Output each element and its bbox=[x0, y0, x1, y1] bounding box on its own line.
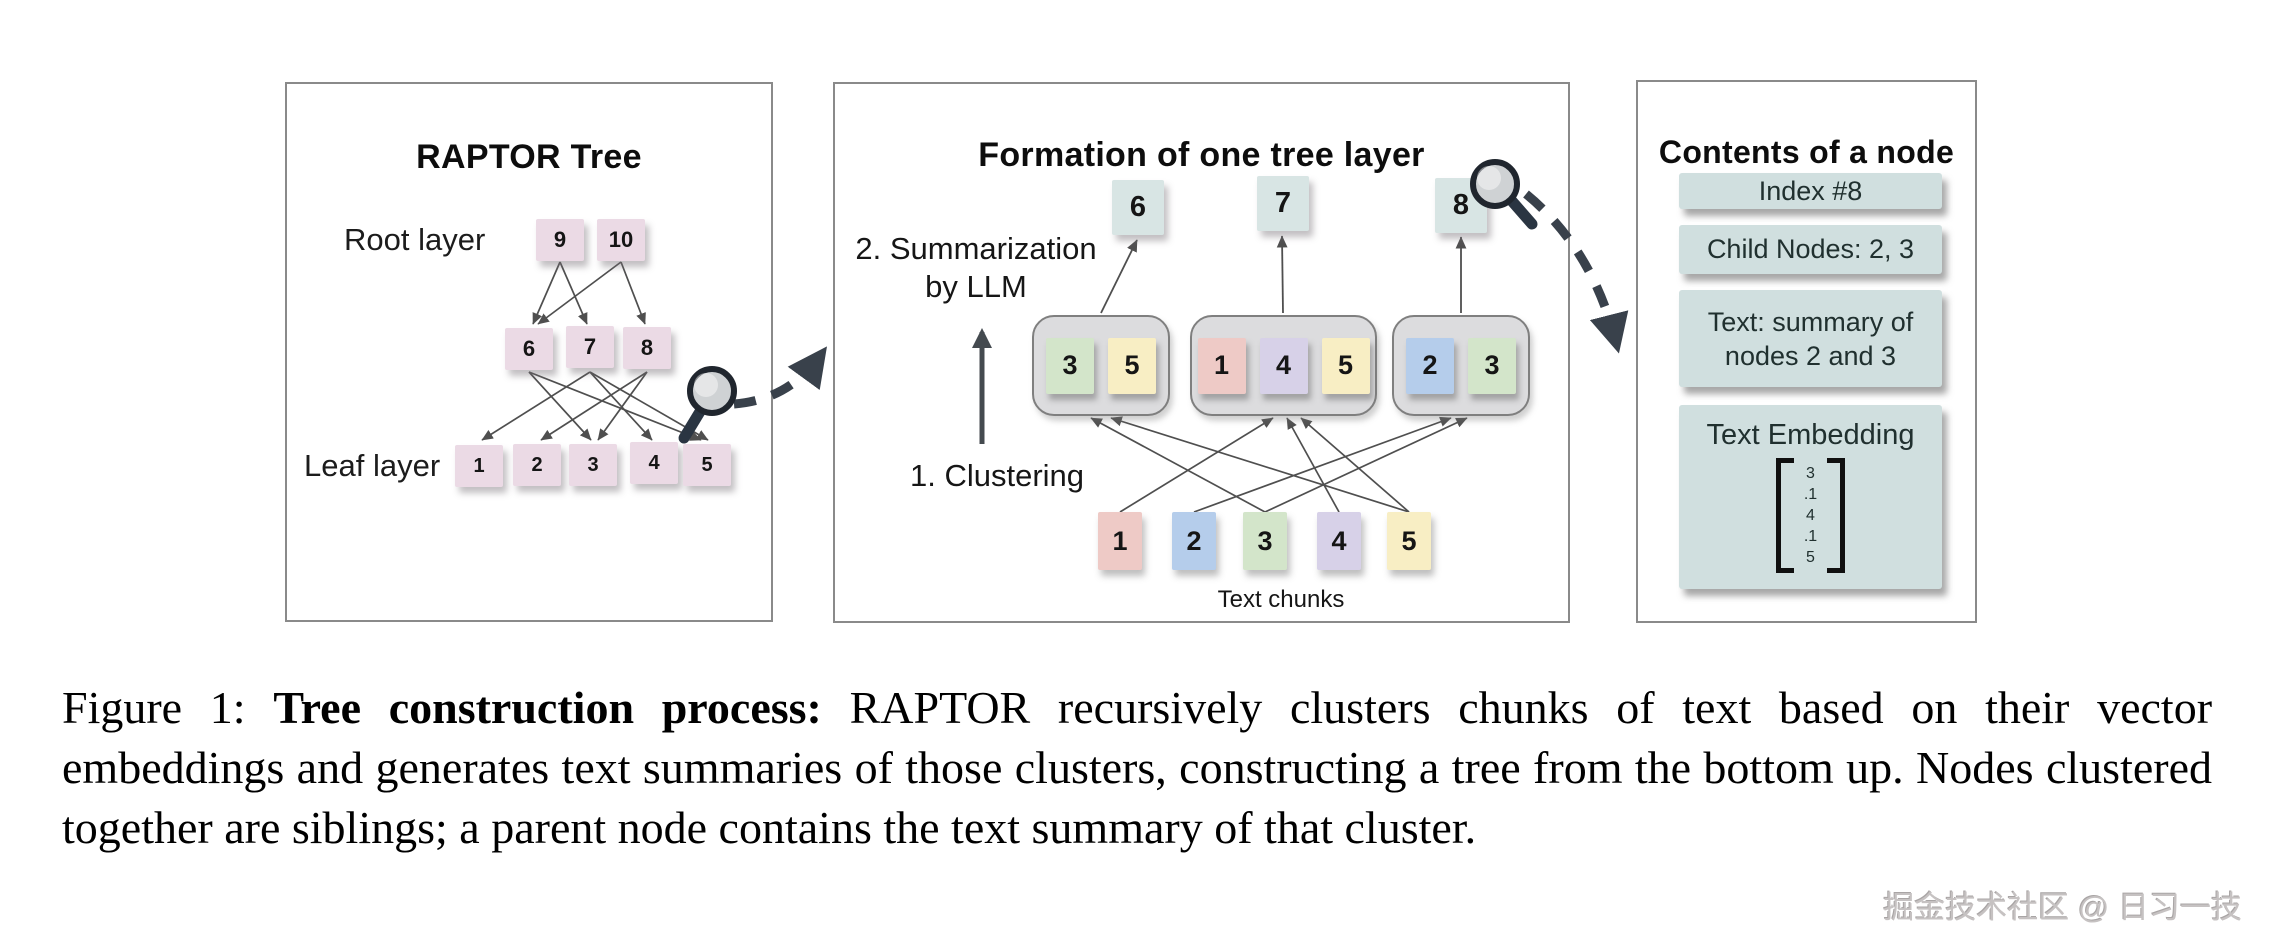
cluster-1-chip-3: 3 bbox=[1046, 337, 1094, 394]
vector-value: .1 bbox=[1803, 528, 1818, 545]
text-chunks-label: Text chunks bbox=[1217, 586, 1345, 613]
tree-node-7: 7 bbox=[566, 326, 614, 368]
tree-node-10: 10 bbox=[597, 219, 645, 261]
node-index-box: Index #8 bbox=[1679, 173, 1942, 209]
mid-to-leaf-edges bbox=[481, 371, 709, 441]
text-chunk-1: 1 bbox=[1098, 512, 1142, 570]
text-chunk-5: 5 bbox=[1387, 512, 1431, 570]
leaf-node-5: 5 bbox=[683, 444, 731, 486]
tree-node-6: 6 bbox=[505, 328, 553, 370]
panel-tree-layer-formation: Formation of one tree layer bbox=[833, 82, 1570, 623]
vector-value: 5 bbox=[1806, 549, 1815, 566]
panel-raptor-tree: RAPTOR Tree Ro bbox=[285, 82, 773, 622]
root-to-mid-edges bbox=[532, 261, 646, 325]
cluster-to-parent-arrows bbox=[1100, 235, 1467, 314]
cluster-3-chip-2: 2 bbox=[1406, 337, 1454, 394]
parent-node-8: 8 bbox=[1435, 178, 1487, 233]
embedding-vector-values: 3 .1 4 .1 5 bbox=[1794, 458, 1827, 573]
formation-title: Formation of one tree layer bbox=[978, 136, 1425, 175]
leaf-layer-label: Leaf layer bbox=[304, 448, 441, 483]
panel-node-contents: Contents of a node Index #8 Child Nodes:… bbox=[1636, 80, 1977, 623]
raptor-tree-title: RAPTOR Tree bbox=[416, 138, 642, 177]
text-chunk-3: 3 bbox=[1243, 512, 1287, 570]
leaf-node-3: 3 bbox=[569, 444, 617, 486]
node-text-box: Text: summary of nodes 2 and 3 bbox=[1679, 290, 1942, 387]
embedding-vector: 3 .1 4 .1 5 bbox=[1775, 458, 1846, 573]
leaf-node-1: 1 bbox=[455, 445, 503, 487]
cluster-2-chip-5: 5 bbox=[1321, 337, 1370, 394]
cluster-3: 2 3 bbox=[1392, 315, 1530, 416]
figure-number: Figure 1: bbox=[62, 682, 246, 733]
cluster-2-chip-4: 4 bbox=[1259, 337, 1308, 394]
cluster-2: 1 4 5 bbox=[1190, 315, 1377, 416]
chunk-to-cluster-arrows bbox=[1090, 416, 1468, 513]
vector-value: .1 bbox=[1803, 486, 1818, 503]
summarization-step-line1: 2. Summarization bbox=[855, 231, 1097, 266]
right-bracket bbox=[1827, 458, 1846, 573]
summarization-step-line2: by LLM bbox=[925, 269, 1027, 304]
vector-value: 4 bbox=[1806, 507, 1815, 524]
cluster-1: 3 5 bbox=[1032, 315, 1170, 416]
left-bracket bbox=[1775, 458, 1794, 573]
node-contents-title: Contents of a node bbox=[1658, 133, 1955, 170]
figure-caption: Figure 1: Tree construction process: RAP… bbox=[62, 678, 2212, 858]
cluster-2-chip-1: 1 bbox=[1197, 337, 1246, 394]
watermark: 掘金技术社区 @ 日习一技 bbox=[1883, 890, 2242, 925]
tree-node-9: 9 bbox=[536, 219, 584, 261]
text-chunk-2: 2 bbox=[1172, 512, 1216, 570]
child-nodes-box: Child Nodes: 2, 3 bbox=[1679, 225, 1942, 274]
parent-node-7: 7 bbox=[1257, 176, 1309, 231]
leaf-node-4: 4 bbox=[630, 442, 678, 484]
root-layer-label: Root layer bbox=[344, 222, 486, 257]
cluster-1-chip-5: 5 bbox=[1108, 337, 1156, 394]
caption-bold-title: Tree construction process: bbox=[273, 682, 822, 733]
cluster-3-chip-3: 3 bbox=[1468, 337, 1516, 394]
leaf-node-2: 2 bbox=[513, 444, 561, 486]
text-embedding-box: Text Embedding 3 .1 4 .1 5 bbox=[1679, 405, 1942, 589]
clustering-step-label: 1. Clustering bbox=[909, 458, 1085, 493]
summarization-step-label: 2. Summarization by LLM bbox=[843, 230, 1109, 306]
text-chunk-4: 4 bbox=[1317, 512, 1361, 570]
text-embedding-label: Text Embedding bbox=[1706, 419, 1915, 451]
vector-value: 3 bbox=[1806, 465, 1815, 482]
parent-node-6: 6 bbox=[1112, 180, 1164, 235]
tree-node-8: 8 bbox=[623, 327, 671, 369]
caption-body: RAPTOR recursively clusters chunks of te… bbox=[62, 682, 2213, 853]
